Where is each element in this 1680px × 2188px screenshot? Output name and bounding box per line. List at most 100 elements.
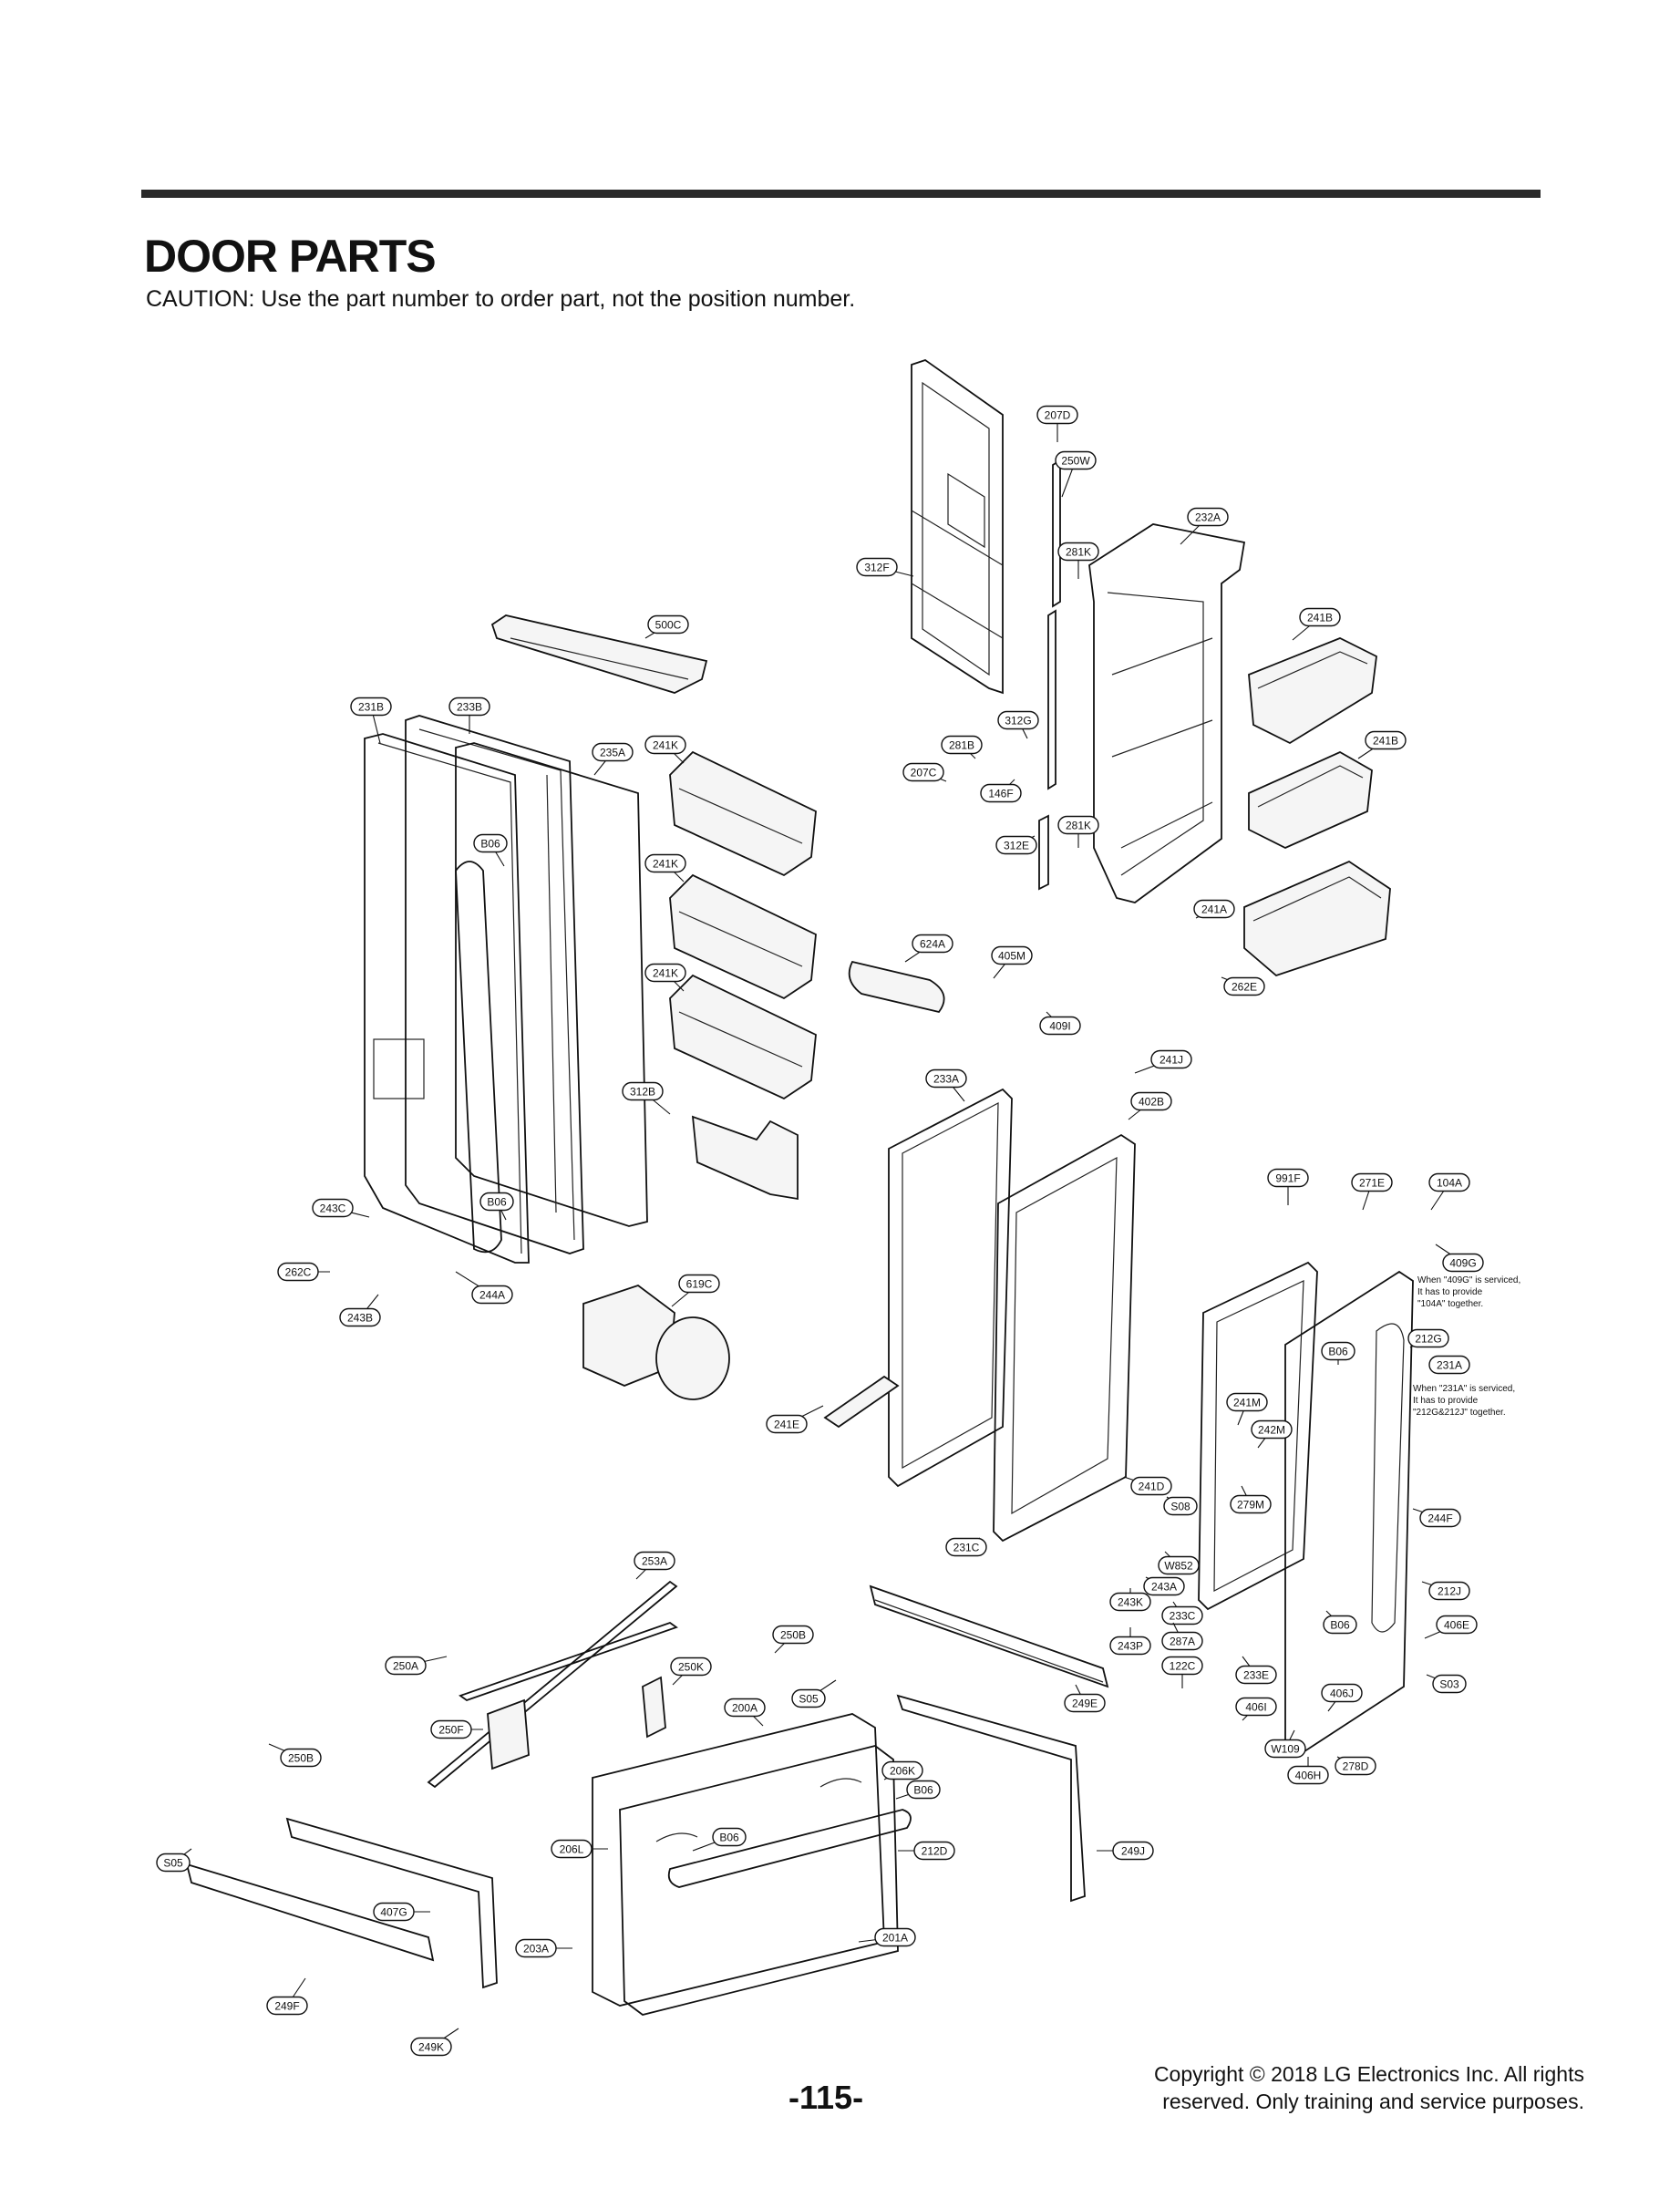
gasket-233a xyxy=(888,1088,1013,1488)
callout-250w: 250W xyxy=(1055,450,1097,498)
callout-w852: W852 xyxy=(1158,1551,1200,1575)
callout-label: 231A xyxy=(1437,1359,1462,1372)
callout-label: 402B xyxy=(1139,1096,1164,1109)
callout-label: 122C xyxy=(1170,1660,1196,1673)
page-number: -115- xyxy=(788,2079,864,2116)
callout-233a: 233A xyxy=(925,1068,967,1102)
callout-200a: 200A xyxy=(724,1698,766,1727)
callout-243p: 243P xyxy=(1109,1627,1151,1656)
callout-label: 241A xyxy=(1201,903,1227,916)
callout-label: 207C xyxy=(911,767,937,779)
callout-label: B06 xyxy=(487,1196,507,1209)
callout-label: 232A xyxy=(1195,511,1221,524)
callout-243k: 243K xyxy=(1109,1588,1151,1612)
callout-label: B06 xyxy=(913,1784,933,1797)
callout-label: 281K xyxy=(1066,546,1091,559)
callout-231a: 231A xyxy=(1428,1355,1470,1375)
handle-244a xyxy=(455,861,502,1254)
callout-label: 262C xyxy=(285,1266,312,1279)
callout-312f: 312F xyxy=(856,557,914,577)
callout-label: 241B xyxy=(1307,612,1333,624)
callout-206l: 206L xyxy=(551,1839,608,1859)
door-panel-231b xyxy=(364,733,530,1264)
filter-624a xyxy=(848,960,945,1014)
callout-250b: 250B xyxy=(268,1743,322,1768)
callout-b06: B06 xyxy=(1321,1341,1355,1365)
callout-label: 312G xyxy=(1005,715,1031,728)
valve-619c xyxy=(582,1284,730,1400)
callout-279m: 279M xyxy=(1230,1485,1272,1514)
callout-label: 243K xyxy=(1118,1596,1143,1609)
callout-label: 243A xyxy=(1151,1581,1177,1594)
callout-104a: 104A xyxy=(1428,1172,1470,1211)
header-rule xyxy=(141,190,1541,198)
callout-249e: 249E xyxy=(1064,1684,1106,1713)
callout-287a: 287A xyxy=(1161,1622,1203,1651)
callout-206k: 206K xyxy=(881,1760,923,1780)
callout-label: 207D xyxy=(1045,409,1071,422)
callout-203a: 203A xyxy=(515,1938,572,1958)
holder-312b xyxy=(691,1115,799,1201)
callout-label: B06 xyxy=(1330,1619,1350,1632)
callout-241e: 241E xyxy=(766,1405,824,1434)
callout-244a: 244A xyxy=(455,1271,513,1305)
callout-250k: 250K xyxy=(670,1656,712,1686)
bin-241k-1 xyxy=(669,750,817,877)
bin-frame-232a xyxy=(1088,523,1246,903)
callout-146f: 146F xyxy=(980,779,1022,803)
callout-label: 212G xyxy=(1415,1333,1441,1346)
callout-241b: 241B xyxy=(1357,730,1407,759)
callout-label: 250F xyxy=(438,1724,463,1737)
callout-207d: 207D xyxy=(1036,405,1078,442)
callout-label: 249K xyxy=(418,2041,444,2054)
callout-label: 250K xyxy=(678,1661,704,1674)
bin-241k-3 xyxy=(669,974,817,1100)
callout-label: 243P xyxy=(1118,1640,1143,1653)
callout-406h: 406H xyxy=(1287,1757,1329,1785)
callout-label: 287A xyxy=(1170,1636,1195,1648)
callout-label: 242M xyxy=(1258,1424,1285,1437)
callout-label: 206K xyxy=(890,1765,915,1778)
callout-207c: 207C xyxy=(902,762,947,782)
callout-b06: B06 xyxy=(1323,1610,1357,1635)
callout-label: 249J xyxy=(1121,1845,1145,1858)
callout-label: 405M xyxy=(998,950,1026,963)
callout-label: 406H xyxy=(1295,1770,1322,1782)
callout-label: 250A xyxy=(393,1660,418,1673)
callout-231b: 231B xyxy=(350,697,392,744)
callout-label: 250B xyxy=(288,1752,314,1765)
callout-241b: 241B xyxy=(1292,607,1341,641)
copyright: Copyright © 2018 LG Electronics Inc. All… xyxy=(1154,2060,1584,2115)
callout-212j: 212J xyxy=(1421,1581,1470,1601)
callout-label: 279M xyxy=(1237,1499,1264,1512)
callout-label: 312E xyxy=(1004,840,1029,852)
callout-312e: 312E xyxy=(995,835,1037,855)
callout-label: 233C xyxy=(1170,1610,1196,1623)
drawer-gasket-200a xyxy=(592,1713,885,2007)
door-frame-231c xyxy=(993,1133,1136,1543)
shelf-241b-upper xyxy=(1248,637,1377,745)
callout-s05: S05 xyxy=(156,1848,192,1873)
callout-233b: 233B xyxy=(448,697,490,734)
callout-619c: 619C xyxy=(671,1274,720,1307)
callout-232a: 232A xyxy=(1180,507,1229,545)
callout-label: W852 xyxy=(1164,1560,1193,1573)
callout-250f: 250F xyxy=(430,1719,483,1739)
callout-201a: 201A xyxy=(858,1927,916,1947)
callout-s08: S08 xyxy=(1163,1496,1198,1516)
door-strip-312g xyxy=(1038,459,1061,891)
callout-233e: 233E xyxy=(1235,1656,1277,1685)
gasket-233c xyxy=(1198,1261,1318,1611)
callout-402b: 402B xyxy=(1128,1091,1172,1120)
callout-label: 212D xyxy=(922,1845,948,1858)
gasket-233b xyxy=(405,715,584,1254)
callout-label: 233A xyxy=(933,1073,959,1086)
callout-250b: 250B xyxy=(772,1625,814,1654)
callout-label: 407G xyxy=(380,1906,407,1919)
callout-label: 243B xyxy=(347,1312,373,1325)
bin-241k-2 xyxy=(669,873,817,1000)
callout-242m: 242M xyxy=(1251,1419,1293,1449)
callout-250a: 250A xyxy=(385,1656,448,1676)
callout-label: 281B xyxy=(949,739,974,752)
